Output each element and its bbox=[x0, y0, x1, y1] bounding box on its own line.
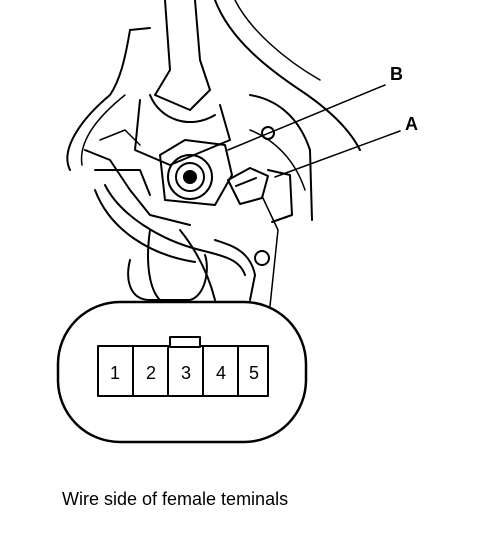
dashboard-edge bbox=[129, 27, 151, 31]
ignition-switch-ring bbox=[175, 162, 205, 192]
connector-a-latch bbox=[235, 177, 257, 187]
connector-a-body bbox=[227, 167, 269, 205]
lower-assembly-2 bbox=[214, 239, 256, 301]
lever-arm bbox=[94, 169, 151, 196]
connector-key bbox=[169, 336, 201, 348]
left-mount bbox=[99, 129, 141, 146]
pin-number: 4 bbox=[216, 363, 226, 383]
mount-bolt bbox=[254, 250, 270, 266]
callout-b-leader bbox=[227, 84, 386, 151]
connector-a-bracket bbox=[267, 169, 293, 223]
dash-right-shell bbox=[214, 0, 361, 151]
pin-number: 5 bbox=[249, 363, 259, 383]
steering-column bbox=[154, 0, 211, 111]
pin-number: 3 bbox=[181, 363, 191, 383]
harness-cable-3 bbox=[147, 229, 161, 301]
callout-b-label: B bbox=[390, 64, 403, 84]
connector-detail-bubble bbox=[56, 300, 308, 444]
dash-right-inner bbox=[234, 0, 321, 81]
harness-cable-1 bbox=[104, 184, 246, 276]
ignition-switch-outer bbox=[167, 154, 213, 200]
column-shroud bbox=[134, 99, 231, 166]
ignition-switch-core bbox=[183, 170, 197, 184]
upper-bolt bbox=[261, 126, 275, 140]
pin-number: 1 bbox=[110, 363, 120, 383]
figure-caption: Wire side of female teminals bbox=[62, 489, 289, 509]
dashboard-panel-inner bbox=[80, 94, 126, 166]
callout-a-leader bbox=[274, 130, 401, 178]
dash-right-contour bbox=[249, 94, 313, 221]
switch-housing bbox=[159, 139, 233, 206]
harness-cable-2 bbox=[94, 189, 196, 263]
lower-assembly bbox=[127, 254, 208, 301]
pin-number: 2 bbox=[146, 363, 156, 383]
column-collar bbox=[149, 94, 216, 124]
harness-cable-4 bbox=[179, 229, 216, 301]
left-bracket bbox=[84, 149, 191, 226]
detail-pointer bbox=[261, 195, 279, 307]
dash-lower-right bbox=[249, 129, 306, 191]
dashboard-panel bbox=[66, 29, 131, 171]
callout-a-label: A bbox=[405, 114, 418, 134]
